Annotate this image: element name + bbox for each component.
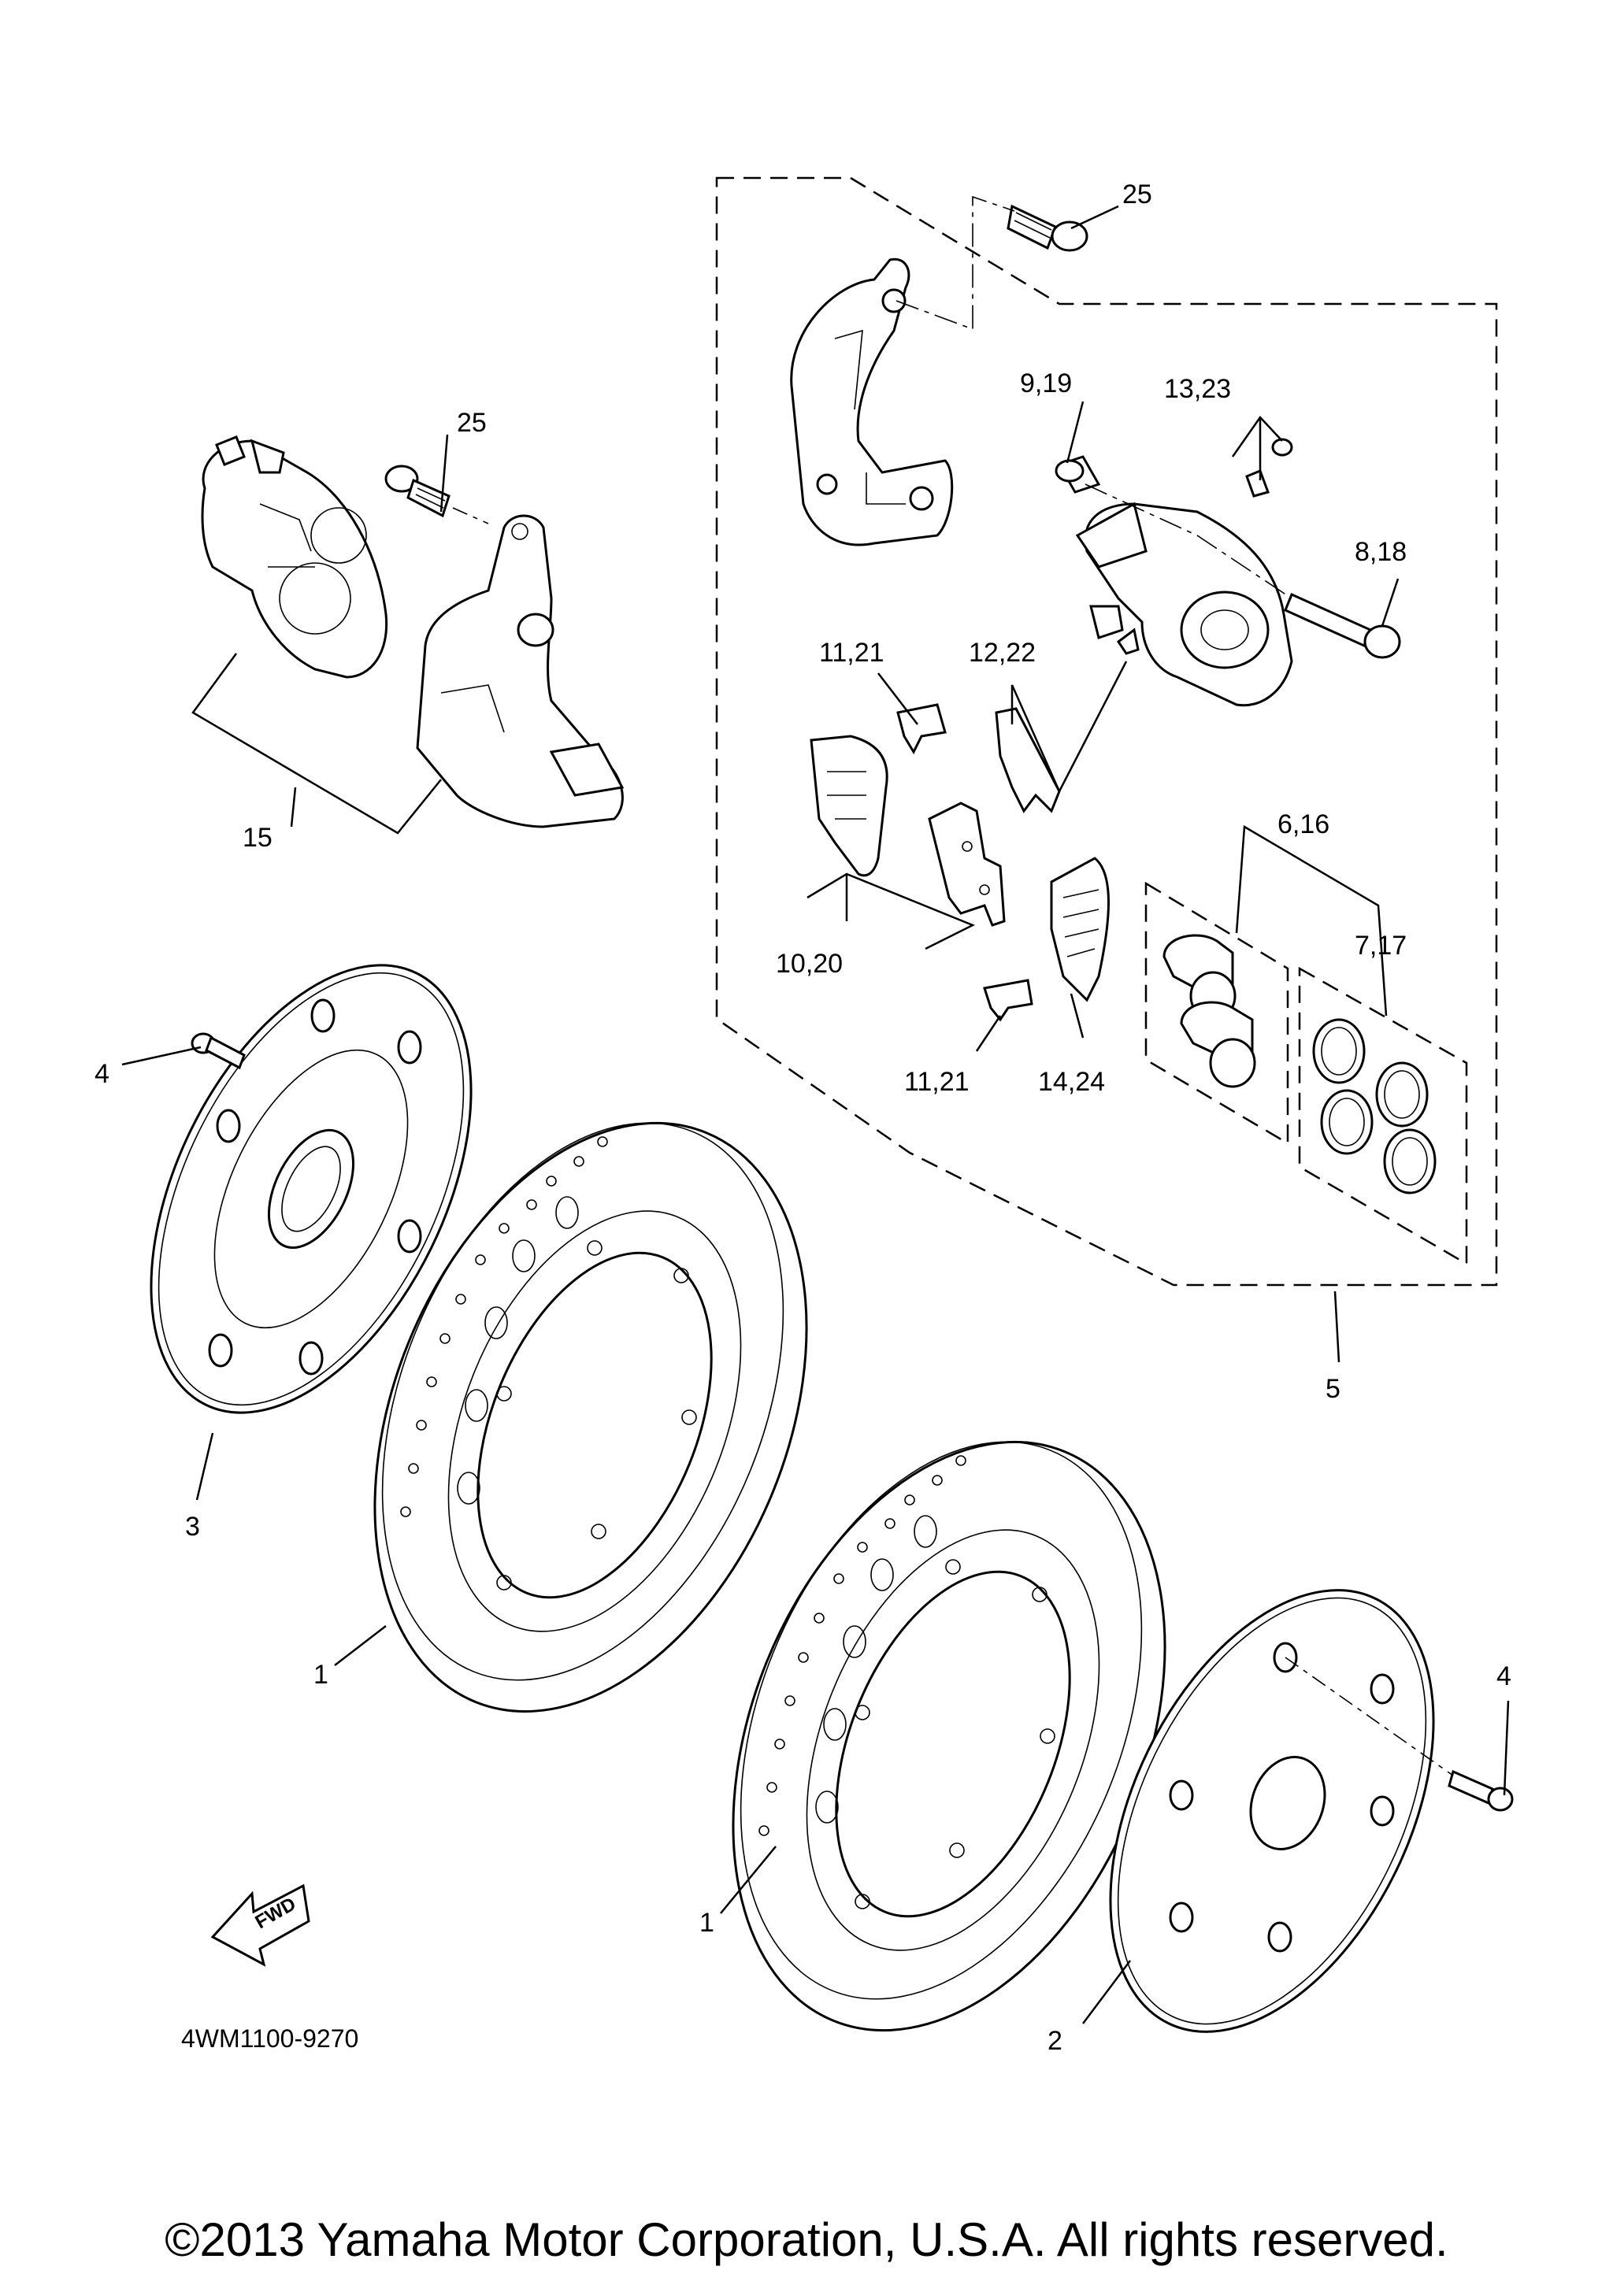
callout-5: 5	[1326, 1374, 1340, 1404]
bolt-4-right	[1448, 1769, 1514, 1812]
callout-25-top: 25	[1122, 180, 1152, 209]
brake-disc-1-right	[732, 1440, 1166, 2032]
pad-clip-11-21-bottom	[983, 979, 1033, 1022]
piston-kit-outline	[1144, 881, 1289, 1146]
pad-spring-12-22	[995, 707, 1061, 813]
pad-shim-14-24	[1050, 857, 1110, 1002]
callout-25-left: 25	[457, 408, 487, 438]
callout-2: 2	[1048, 2026, 1062, 2056]
leader-lines	[121, 205, 1510, 2024]
callout-4-right: 4	[1496, 1661, 1511, 1691]
pad-clip-11-21-top	[896, 703, 947, 755]
callout-10-20: 10,20	[776, 949, 843, 979]
caliper-assembly-15	[201, 435, 625, 828]
callout-1-left: 1	[313, 1660, 328, 1690]
pin-axis	[1085, 483, 1292, 599]
bleed-cap-13-23	[1245, 438, 1293, 498]
bleed-valve-9-19	[1055, 455, 1101, 494]
bolt-4-left	[191, 1032, 246, 1070]
fwd-arrow-icon: FWD	[210, 1883, 310, 1967]
bolt-25-top	[1007, 204, 1088, 252]
hub-cover-3	[150, 964, 473, 1414]
callout-14-24: 14,24	[1038, 1067, 1105, 1097]
bolt-axis-left	[452, 507, 489, 524]
callout-6-16: 6,16	[1277, 809, 1329, 839]
callout-3: 3	[185, 1512, 200, 1542]
bolt-25-left	[384, 465, 451, 518]
callout-9-19: 9,19	[1020, 368, 1072, 398]
brake-pad-10-20-front	[810, 735, 888, 877]
callout-15: 15	[243, 823, 273, 853]
kit-boundary-outline	[715, 176, 1498, 1287]
caliper-body-kit	[1075, 502, 1293, 707]
seal-kit-outline	[1298, 966, 1468, 1266]
seal-7-17	[1312, 1018, 1437, 1194]
callout-7-17: 7,17	[1355, 931, 1407, 961]
brake-pad-10-20-back	[928, 802, 1006, 927]
piston-6-16	[1162, 934, 1256, 1088]
callout-11-21-bottom: 11,21	[904, 1067, 970, 1097]
callout-12-22: 12,22	[969, 638, 1036, 668]
bolt-axis-top	[895, 195, 1015, 331]
copyright-notice: ©2013 Yamaha Motor Corporation, U.S.A. A…	[165, 2213, 1448, 2266]
brake-disc-1-left	[373, 1121, 808, 1713]
hub-cover-2	[1109, 1589, 1435, 2033]
callout-13-23: 13,23	[1164, 374, 1231, 404]
callout-11-21-top: 11,21	[819, 638, 884, 668]
callout-8-18: 8,18	[1355, 537, 1407, 567]
callout-4-left: 4	[95, 1059, 109, 1089]
callout-1-right: 1	[699, 1908, 714, 1938]
diagram-code: 4WM1100-9270	[181, 2024, 358, 2053]
bolt-axis-right	[1285, 1657, 1454, 1776]
caliper-bracket-kit	[790, 257, 954, 546]
